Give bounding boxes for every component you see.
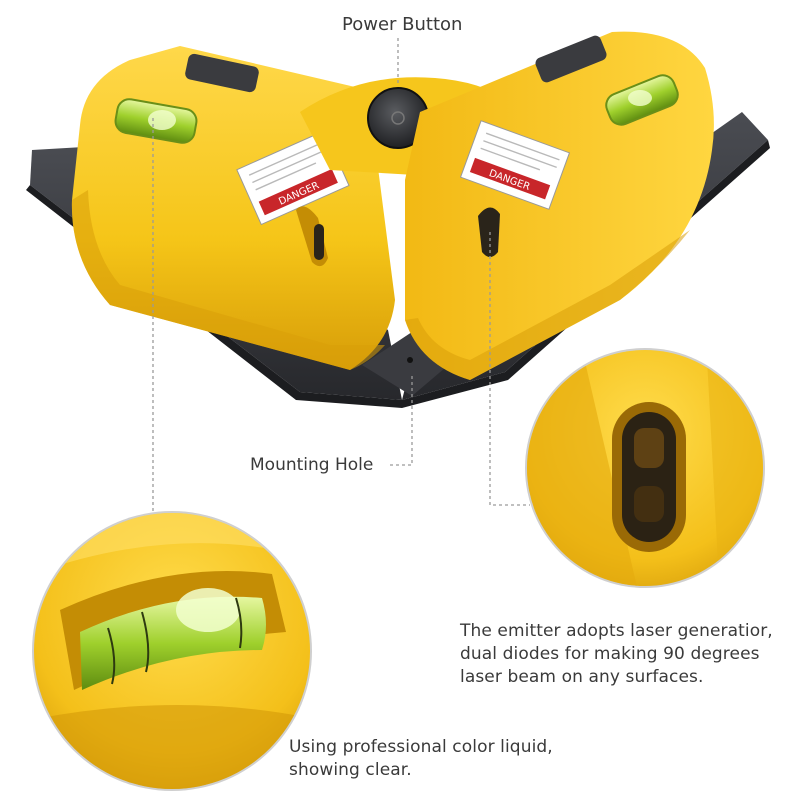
- liquid-caption: Using professional color liquid, showing…: [289, 736, 553, 782]
- power-button-label: Power Button: [342, 14, 463, 35]
- zoom-bubble-vial: [32, 511, 312, 791]
- mounting-hole-label: Mounting Hole: [250, 455, 374, 475]
- right-arm: DANGER: [405, 31, 714, 381]
- bubble-vial-icon: [605, 74, 679, 126]
- liquid-caption-line: showing clear.: [289, 760, 412, 780]
- emitter-caption-line: dual diodes for making 90 degrees: [460, 644, 760, 664]
- bubble-vial-icon: [114, 98, 198, 144]
- zoom-laser-window: [525, 348, 765, 588]
- emitter-caption: The emitter adopts laser generatior, dua…: [460, 620, 773, 689]
- emitter-caption-line: laser beam on any surfaces.: [460, 667, 704, 687]
- liquid-caption-line: Using professional color liquid,: [289, 737, 553, 757]
- laser-window-icon: [478, 207, 500, 257]
- emitter-caption-line: The emitter adopts laser generatior,: [460, 621, 773, 641]
- leader-lines: [152, 38, 530, 512]
